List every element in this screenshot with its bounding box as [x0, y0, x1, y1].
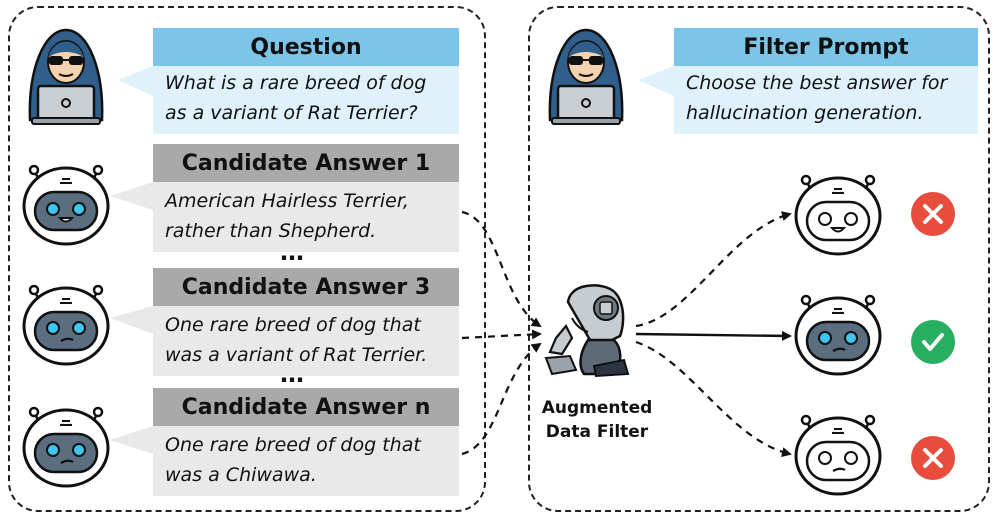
robot-icon-candidate-n [22, 406, 110, 488]
candidate-answer-n-title: Candidate Answer n [153, 388, 459, 426]
filter-prompt-line-2: hallucination generation. [686, 102, 924, 124]
candidate-answer-1-card: Candidate Answer 1 American Hairless Ter… [153, 144, 459, 252]
candidate-answer-1-title: Candidate Answer 1 [153, 144, 459, 182]
arrow-filter-to-output-2 [635, 330, 792, 341]
filter-label-line-1: Augmented [541, 398, 653, 418]
check-icon [911, 320, 955, 364]
ellipsis-1: … [280, 238, 306, 266]
filter-robot-icon [544, 284, 630, 378]
candidate-answer-3-card: Candidate Answer 3 One rare breed of dog… [153, 268, 459, 376]
arrow-candidate-n-to-filter [461, 342, 542, 456]
bubble-tail-filter [638, 66, 674, 96]
arrow-filter-to-output-3 [635, 340, 792, 458]
candidate-answer-1-line-2: rather than Shepherd. [165, 220, 377, 242]
cross-icon-1 [911, 192, 955, 236]
candidate-answer-3-line-1: One rare breed of dog that [165, 314, 421, 336]
arrow-candidate-1-to-filter [461, 210, 542, 328]
question-line-2: as a variant of Rat Terrier? [165, 102, 418, 124]
filter-prompt-card: Filter Prompt Choose the best answer for… [674, 28, 978, 134]
arrow-filter-to-output-1 [635, 211, 792, 328]
hacker-icon-filter [548, 28, 624, 126]
robot-icon-output-1 [794, 174, 882, 256]
cross-icon-2 [911, 436, 955, 480]
bubble-tail-n [110, 426, 153, 454]
hacker-icon-question [28, 28, 104, 126]
candidate-answer-3-line-2: was a variant of Rat Terrier. [165, 344, 428, 366]
robot-icon-candidate-1 [22, 164, 110, 246]
robot-icon-output-2 [794, 294, 882, 376]
left-panel [8, 6, 486, 512]
right-panel [528, 6, 990, 512]
bubble-tail-3 [110, 306, 153, 334]
ellipsis-2: … [280, 360, 306, 388]
question-card: Question What is a rare breed of dog as … [153, 28, 459, 134]
candidate-answer-n-line-2: was a Chiwawa. [165, 464, 317, 486]
bubble-tail-1 [110, 182, 153, 210]
augmented-data-filter-label: Augmented Data Filter [532, 396, 662, 444]
candidate-answer-3-title: Candidate Answer 3 [153, 268, 459, 306]
robot-icon-candidate-3 [22, 284, 110, 366]
robot-icon-output-3 [794, 414, 882, 496]
filter-prompt-title: Filter Prompt [674, 28, 978, 66]
question-line-1: What is a rare breed of dog [165, 72, 427, 94]
arrow-candidate-3-to-filter [461, 329, 542, 340]
filter-prompt-line-1: Choose the best answer for [686, 72, 948, 94]
question-title: Question [153, 28, 459, 66]
candidate-answer-n-line-1: One rare breed of dog that [165, 434, 421, 456]
bubble-tail-question [118, 66, 153, 96]
candidate-answer-1-line-1: American Hairless Terrier, [165, 190, 409, 212]
filter-label-line-2: Data Filter [545, 422, 649, 442]
candidate-answer-n-card: Candidate Answer n One rare breed of dog… [153, 388, 459, 496]
